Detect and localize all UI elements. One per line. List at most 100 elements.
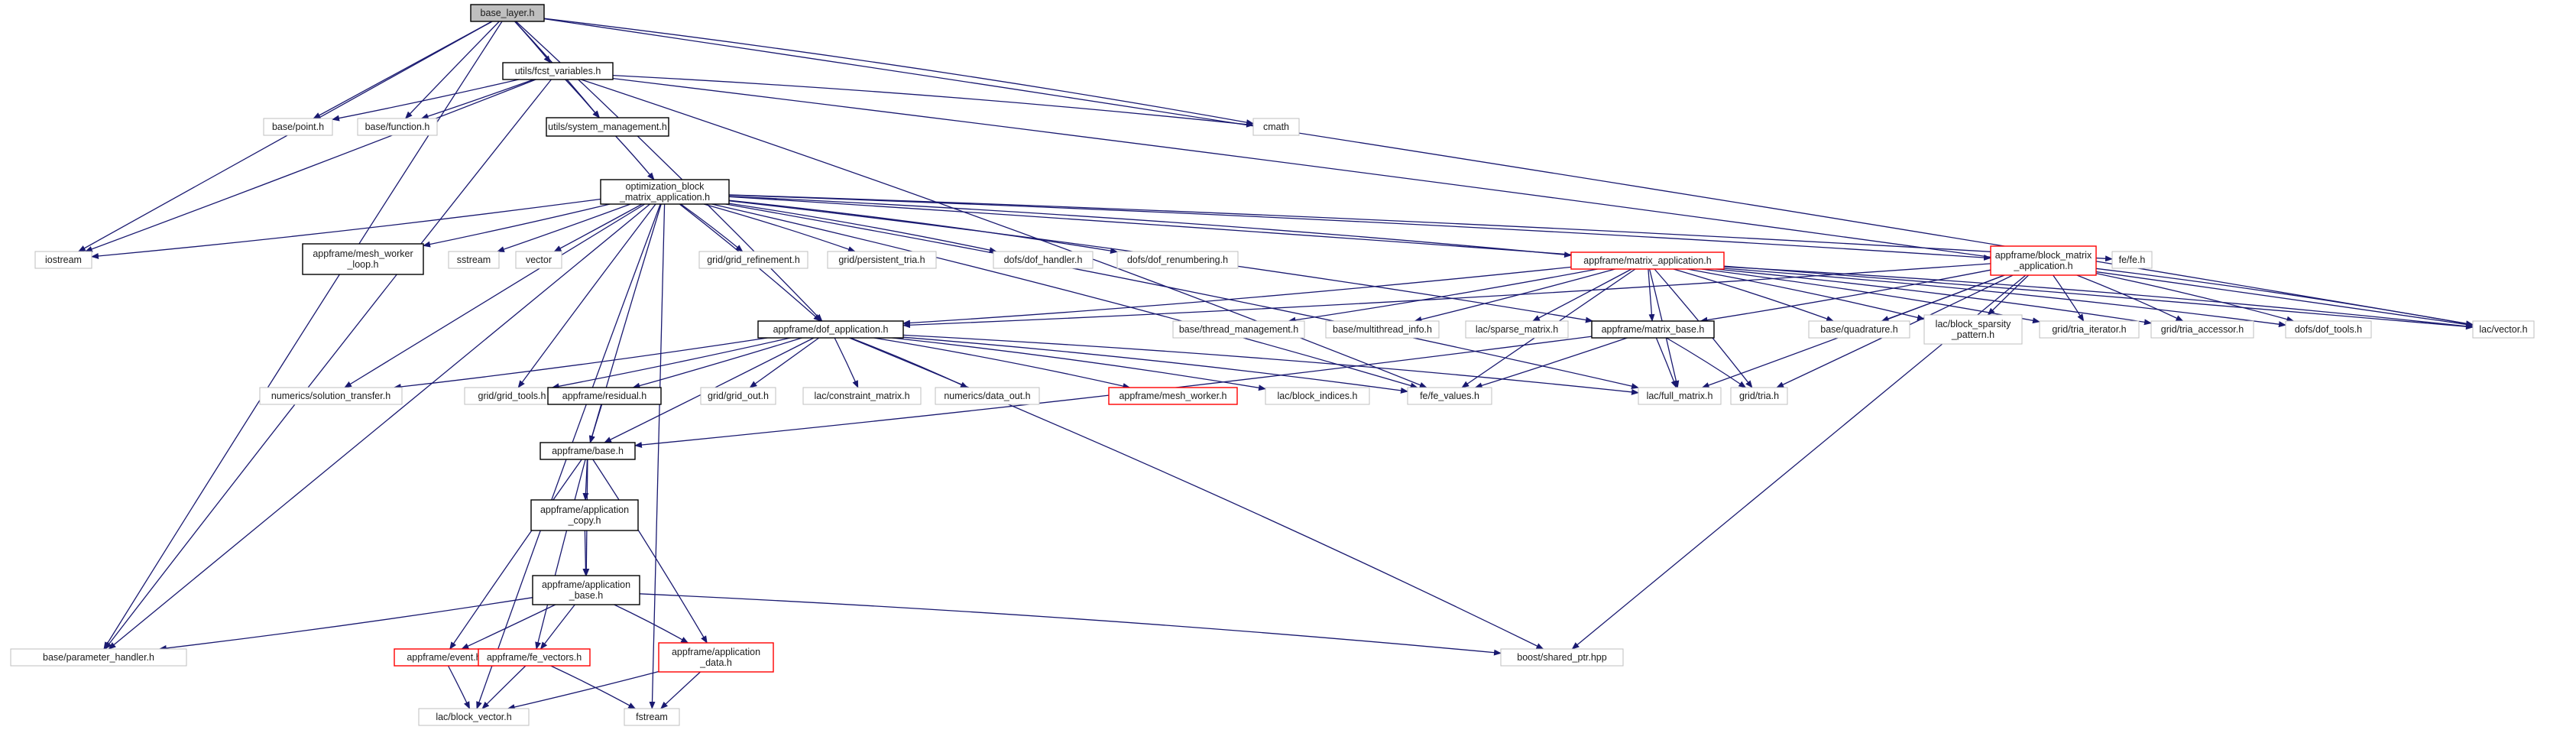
- node-box: [1325, 320, 1440, 339]
- node-multithread_info[interactable]: base/multithread_info.h: [1325, 320, 1440, 339]
- node-lac_vector[interactable]: lac/vector.h: [2472, 320, 2535, 339]
- edge-matrix_base-to-appframe_base: [634, 336, 1593, 449]
- node-label: lac/block_sparsity: [1936, 319, 2011, 329]
- edge-optimization_block-to-sstream: [496, 203, 631, 252]
- node-label: appframe/application: [540, 505, 629, 515]
- edge-application_base-to-shared_ptr: [639, 593, 1502, 656]
- node-box: [263, 118, 333, 136]
- edge-application_base-to-event: [461, 604, 556, 650]
- node-application_base[interactable]: appframe/application_base.h: [532, 575, 640, 605]
- node-parameter_handler[interactable]: base/parameter_handler.h: [10, 648, 187, 667]
- node-fcst_variables[interactable]: utils/fcst_variables.h: [502, 62, 614, 80]
- node-application_data[interactable]: appframe/application_data.h: [658, 642, 774, 673]
- node-tria_iterator[interactable]: grid/tria_iterator.h: [2039, 320, 2140, 339]
- node-dof_handler[interactable]: dofs/dof_handler.h: [993, 251, 1094, 269]
- node-function[interactable]: base/function.h: [357, 118, 438, 136]
- node-box: [302, 243, 424, 275]
- node-box: [478, 648, 591, 667]
- node-label: _pattern.h: [1951, 329, 1994, 340]
- node-tria_accessor[interactable]: grid/tria_accessor.h: [2150, 320, 2254, 339]
- node-fe_vectors[interactable]: appframe/fe_vectors.h: [478, 648, 591, 667]
- node-label: grid/grid_out.h: [708, 391, 769, 401]
- node-data_out[interactable]: numerics/data_out.h: [935, 387, 1040, 405]
- node-grid_out[interactable]: grid/grid_out.h: [700, 387, 776, 405]
- edge-dof_application-to-grid_out: [749, 337, 820, 388]
- edge-fcst_variables-to-cmath: [612, 74, 1254, 128]
- node-residual[interactable]: appframe/residual.h: [547, 387, 662, 405]
- node-event[interactable]: appframe/event.h: [394, 648, 494, 667]
- node-box: [2111, 251, 2153, 269]
- node-label: appframe/fe_vectors.h: [487, 652, 582, 663]
- node-dof_tools[interactable]: dofs/dof_tools.h: [2285, 320, 2372, 339]
- node-label: appframe/matrix_base.h: [1602, 324, 1705, 335]
- node-box: [2285, 320, 2372, 339]
- node-quadrature[interactable]: base/quadrature.h: [1808, 320, 1910, 339]
- node-label: dofs/dof_handler.h: [1004, 255, 1083, 265]
- node-sparse_matrix[interactable]: lac/sparse_matrix.h: [1465, 320, 1569, 339]
- node-grid_refinement[interactable]: grid/grid_refinement.h: [698, 251, 808, 269]
- node-box: [530, 499, 639, 531]
- node-label: base/parameter_handler.h: [43, 652, 154, 663]
- node-persistent_tria[interactable]: grid/persistent_tria.h: [827, 251, 937, 269]
- edge-matrix_application-to-sparse_matrix: [1532, 268, 1632, 322]
- edge-optimization_block-to-persistent_tria: [703, 203, 856, 252]
- node-solution_transfer[interactable]: numerics/solution_transfer.h: [259, 387, 403, 405]
- node-optimization_block[interactable]: optimization_block_matrix_application.h: [600, 179, 730, 205]
- node-dof_application[interactable]: appframe/dof_application.h: [757, 320, 904, 339]
- node-label: grid/tria_accessor.h: [2161, 324, 2244, 335]
- node-sstream[interactable]: sstream: [448, 251, 500, 269]
- node-grid_tools[interactable]: grid/grid_tools.h: [464, 387, 560, 405]
- node-full_matrix[interactable]: lac/full_matrix.h: [1638, 387, 1722, 405]
- node-thread_management[interactable]: base/thread_management.h: [1172, 320, 1305, 339]
- edge-base_layer-to-function: [404, 21, 500, 119]
- edge-matrix_application-to-multithread_info: [1414, 268, 1615, 323]
- edge-optimization_block-to-matrix_application: [728, 196, 1572, 258]
- node-box: [532, 575, 640, 605]
- node-block_vector[interactable]: lac/block_vector.h: [418, 708, 530, 726]
- node-box: [418, 708, 530, 726]
- node-fstream[interactable]: fstream: [624, 708, 680, 726]
- node-label: grid/tria_iterator.h: [2052, 324, 2126, 335]
- node-appframe_base[interactable]: appframe/base.h: [540, 442, 636, 460]
- node-mesh_worker_loop[interactable]: appframe/mesh_worker_loop.h: [302, 243, 424, 275]
- node-grid_tria[interactable]: grid/tria.h: [1730, 387, 1788, 405]
- edge-matrix_application-to-tria_accessor: [1715, 268, 2152, 326]
- edge-dof_application-to-fe_values: [902, 336, 1408, 394]
- edge-application_base-to-fe_vectors: [540, 604, 575, 650]
- node-matrix_base[interactable]: appframe/matrix_base.h: [1591, 320, 1715, 339]
- node-vector[interactable]: vector: [515, 251, 562, 269]
- node-box: [1108, 387, 1238, 405]
- edge-dof_application-to-solution_transfer: [393, 337, 768, 390]
- edge-dof_application-to-full_matrix: [902, 334, 1639, 395]
- node-matrix_application[interactable]: appframe/matrix_application.h: [1570, 251, 1725, 270]
- node-box: [1172, 320, 1305, 339]
- node-iostream[interactable]: iostream: [34, 251, 92, 269]
- node-label: _matrix_application.h: [619, 192, 710, 203]
- node-block_indices[interactable]: lac/block_indices.h: [1265, 387, 1370, 405]
- node-box: [935, 387, 1040, 405]
- node-base_layer[interactable]: base_layer.h: [470, 4, 545, 22]
- node-box: [1500, 648, 1624, 667]
- node-block_matrix_application[interactable]: appframe/block_matrix_application.h: [1990, 245, 2097, 276]
- edge-block_matrix_application-to-matrix_base: [1700, 269, 1991, 323]
- node-constraint_matrix[interactable]: lac/constraint_matrix.h: [802, 387, 922, 405]
- node-fe_h[interactable]: fe/fe.h: [2111, 251, 2153, 269]
- node-shared_ptr[interactable]: boost/shared_ptr.hpp: [1500, 648, 1624, 667]
- node-fe_values[interactable]: fe/fe_values.h: [1407, 387, 1492, 405]
- node-box: [515, 251, 562, 269]
- node-cmath[interactable]: cmath: [1252, 118, 1300, 136]
- node-application_copy[interactable]: appframe/application_copy.h: [530, 499, 639, 531]
- node-dof_renumbering[interactable]: dofs/dof_renumbering.h: [1116, 251, 1239, 269]
- header-file-nodes: base_layer.h utils/fcst_variables.h utils/…: [10, 4, 2535, 726]
- node-label: _base.h: [569, 590, 604, 601]
- edge-dof_application-to-mesh_worker: [873, 337, 1131, 389]
- node-label: base_layer.h: [481, 8, 535, 18]
- edge-optimization_block-to-fstream: [649, 203, 666, 709]
- node-point[interactable]: base/point.h: [263, 118, 333, 136]
- node-mesh_worker[interactable]: appframe/mesh_worker.h: [1108, 387, 1238, 405]
- edge-optimization_block-to-vector: [553, 203, 643, 252]
- node-box: [827, 251, 937, 269]
- edge-block_matrix_application-to-dof_tools: [2095, 272, 2295, 323]
- node-system_management[interactable]: utils/system_management.h: [546, 117, 669, 137]
- node-block_sparsity_pattern[interactable]: lac/block_sparsity_pattern.h: [1923, 314, 2023, 345]
